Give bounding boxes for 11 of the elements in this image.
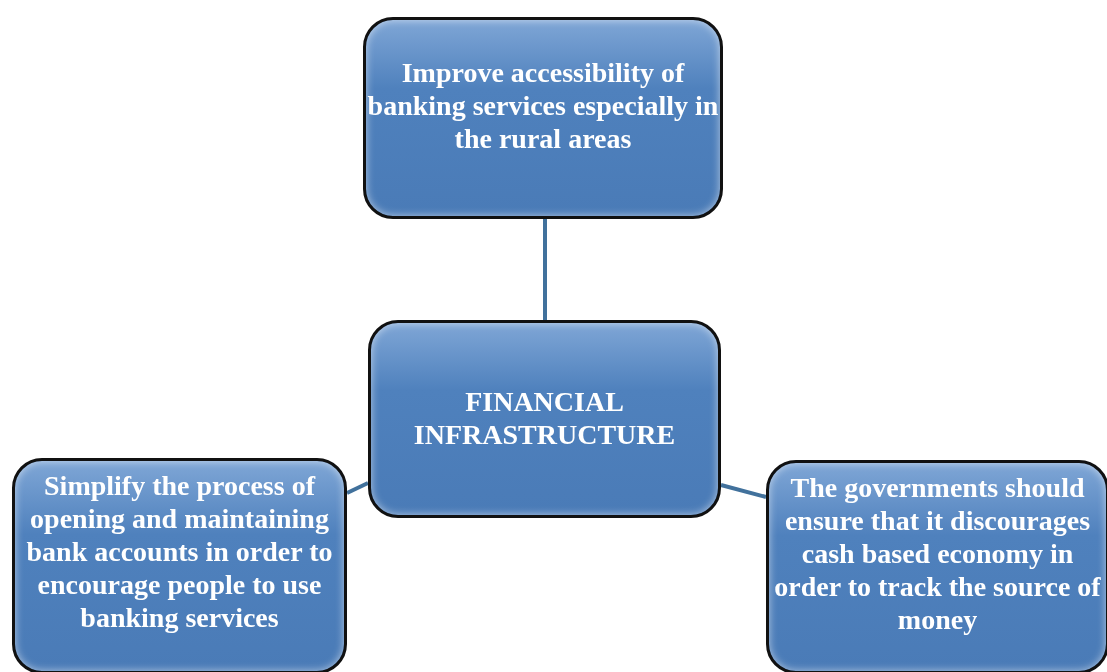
box-text: FINANCIAL INFRASTRUCTURE	[412, 385, 677, 451]
box-text: Improve accessibility of banking services especially in the rural areas	[366, 56, 720, 155]
connector-line	[346, 481, 369, 495]
connector-line	[720, 483, 767, 499]
box-text: Simplify the process of opening and maintaining bank accounts in order to encourage people to use banking services	[25, 469, 334, 634]
rounded-box	[12, 458, 347, 672]
connector-line	[543, 219, 547, 320]
box-text: The governments should ensure that it discourages cash based economy in order to track the source of money	[773, 471, 1102, 636]
rounded-box	[363, 17, 723, 219]
rounded-box	[368, 320, 721, 518]
rounded-box	[766, 460, 1107, 672]
